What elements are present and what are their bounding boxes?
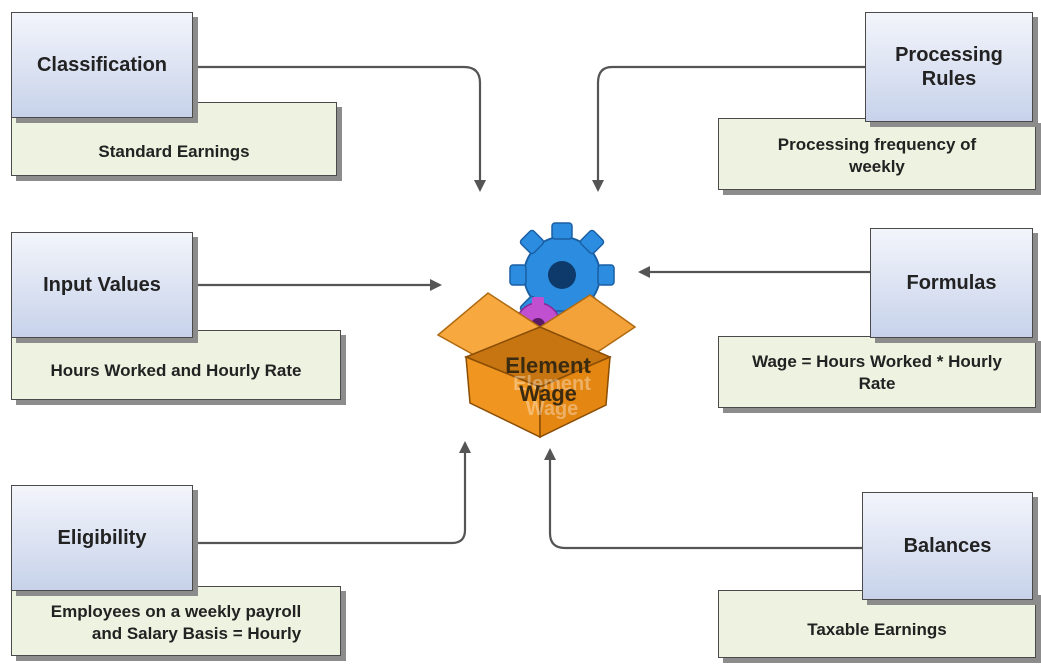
arrow-processing-rules xyxy=(592,65,870,192)
eligibility-description-box: Employees on a weekly payroll and Salary… xyxy=(11,586,341,656)
formulas-node: Formulas xyxy=(870,228,1033,338)
classification-description: Standard Earnings xyxy=(98,141,250,161)
formulas-description-box: Wage = Hours Worked * Hourly Rate xyxy=(718,336,1036,408)
processing-rules-description: Processing frequency of weekly xyxy=(777,134,977,176)
arrow-balances xyxy=(544,448,870,550)
formulas-description: Wage = Hours Worked * Hourly Rate xyxy=(752,351,1002,393)
arrow-classification xyxy=(190,65,486,192)
element-box-icon xyxy=(436,222,637,439)
arrow-eligibility xyxy=(190,441,471,545)
eligibility-description: Employees on a weekly payroll and Salary… xyxy=(50,601,302,643)
balances-description-box: Taxable Earnings xyxy=(718,590,1036,658)
formulas-title: Formulas xyxy=(906,272,997,294)
eligibility-title: Eligibility xyxy=(57,527,147,549)
balances-description: Taxable Earnings xyxy=(807,619,947,639)
input-values-description-box: Hours Worked and Hourly Rate xyxy=(11,330,341,400)
balances-title: Balances xyxy=(903,535,992,557)
input-values-node: Input Values xyxy=(11,232,193,338)
processing-rules-description-box: Processing frequency of weekly xyxy=(718,118,1036,190)
processing-rules-title: Processing Rules xyxy=(895,44,1003,90)
element-box-ghost-label: Element Wage xyxy=(513,373,591,420)
classification-title: Classification xyxy=(36,54,168,76)
eligibility-node: Eligibility xyxy=(11,485,193,591)
classification-node: Classification xyxy=(11,12,193,118)
balances-node: Balances xyxy=(862,492,1033,600)
processing-rules-node: Processing Rules xyxy=(865,12,1033,122)
input-values-description: Hours Worked and Hourly Rate xyxy=(50,360,302,380)
input-values-title: Input Values xyxy=(43,274,161,296)
element-box-label: Element Wage xyxy=(505,353,591,406)
